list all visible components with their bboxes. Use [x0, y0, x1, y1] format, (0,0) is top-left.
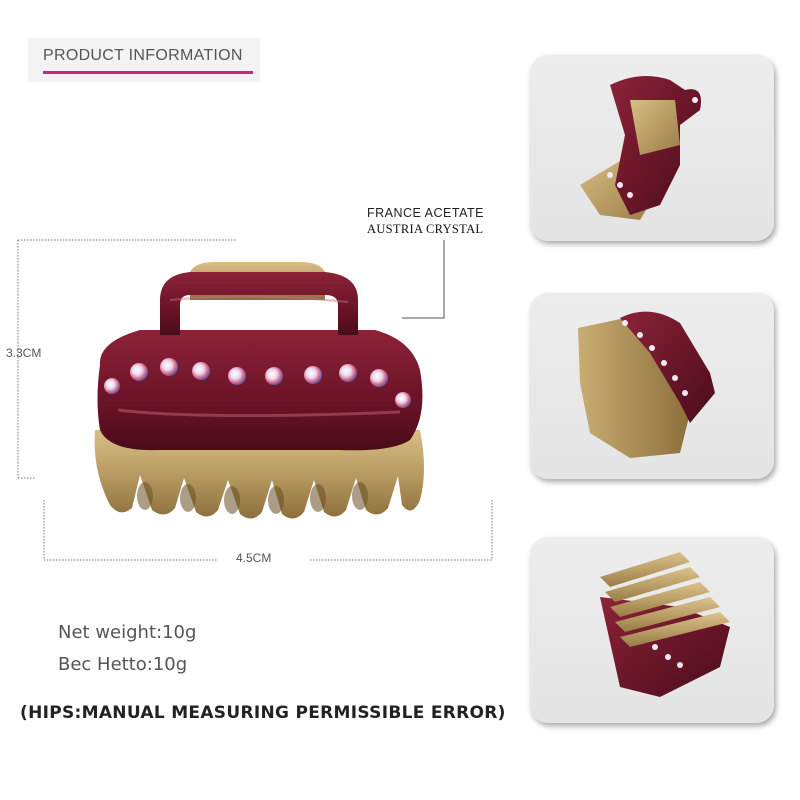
clip-teeth [94, 430, 425, 519]
gross-weight-text: Bec Hetto:10g [58, 654, 188, 675]
product-thumbnail-1 [530, 55, 774, 241]
product-thumbnail-3 [530, 537, 774, 723]
clip-body [97, 330, 423, 451]
title-underline [43, 71, 253, 74]
clip-handle [160, 272, 358, 335]
callout-line [402, 240, 445, 319]
material-label-crystal: AUSTRIA CRYSTAL [367, 222, 484, 236]
height-dimension-label: 3.3CM [6, 346, 42, 360]
material-label-acetate: FRANCE ACETATE [367, 206, 484, 220]
product-thumbnail-2 [530, 293, 774, 479]
section-title: PRODUCT INFORMATION [43, 47, 243, 64]
measurement-note: (HIPS:MANUAL MEASURING PERMISSIBLE ERROR… [20, 703, 506, 723]
crystals [104, 358, 411, 408]
net-weight-text: Net weight:10g [58, 622, 197, 643]
header-background [28, 38, 260, 82]
main-product-illustration [17, 239, 493, 561]
width-dimension-label: 4.5CM [236, 551, 272, 565]
